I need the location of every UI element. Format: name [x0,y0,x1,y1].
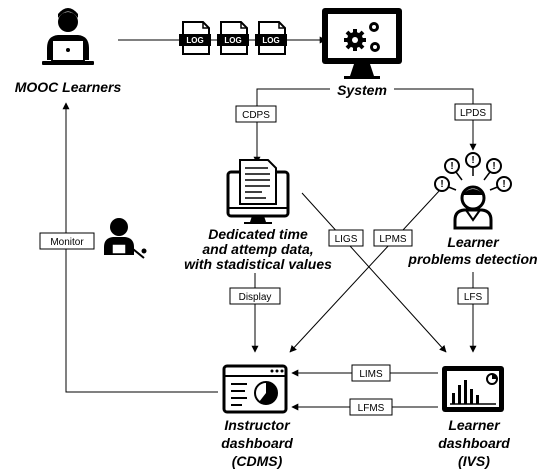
log-file-icon: LOG [255,21,287,55]
svg-text:LPMS: LPMS [379,234,407,245]
dedicated-label-line1: Dedicated time [208,226,308,242]
edge-label-ligs: LIGS [328,229,364,247]
edge-system-to-problems [394,88,477,151]
problems-label-line1: Learner [447,234,500,250]
svg-text:!: ! [471,155,474,166]
svg-text:CDPS: CDPS [242,110,270,121]
svg-text:!: ! [450,161,453,172]
edge-monitor [62,102,218,393]
learner-dashboard-label-line1: Learner [448,417,501,433]
dashboard-icon [222,364,288,414]
log-file-icon: LOG [217,21,249,55]
problems-label-line2: problems detection [407,251,537,267]
dedicated-label-line2: and attemp data, [202,241,313,257]
svg-text:Display: Display [239,292,272,303]
user-laptop-icon [42,8,94,65]
dedicated-label-line3: with stadistical values [184,256,332,272]
system-label: System [337,82,387,98]
svg-text:!: ! [440,179,443,190]
log-label: LOG [224,36,241,45]
learners-label: MOOC Learners [15,79,122,95]
bar-chart-dashboard-icon [442,366,504,412]
svg-text:LPDS: LPDS [460,108,486,119]
computer-document-icon [226,159,290,224]
edge-label-lpds: LPDS [454,103,492,121]
monitor-gears-icon [322,8,402,79]
edge-lpms [289,189,441,353]
instructor-label-line3: (CDMS) [232,453,283,469]
log-label: LOG [262,36,279,45]
edge-label-lpms: LPMS [373,229,413,247]
svg-text:!: ! [502,179,505,190]
svg-text:LFS: LFS [464,292,483,303]
edge-label-monitor: Monitor [39,232,95,250]
edge-label-lfs: LFS [457,287,489,305]
log-file-icon: LOG [179,21,211,55]
svg-text:!: ! [492,161,495,172]
edge-ligs [301,192,447,353]
instructor-label-line1: Instructor [224,417,291,433]
svg-text:LFMS: LFMS [358,403,385,414]
learner-dashboard-label-line3: (IVS) [458,453,490,469]
svg-text:Monitor: Monitor [50,237,84,248]
edge-label-display: Display [229,287,281,305]
edge-label-lims: LIMS [351,364,391,382]
edge-system-to-dedicated [253,88,330,164]
svg-text:LIMS: LIMS [359,369,383,380]
svg-text:LIGS: LIGS [335,234,358,245]
edge-label-lfms: LFMS [349,398,393,416]
instructor-icon [104,218,147,259]
instructor-label-line2: dashboard [221,435,293,451]
log-label: LOG [186,36,203,45]
learner-dashboard-label-line2: dashboard [438,435,510,451]
edge-label-cdps: CDPS [235,105,277,123]
thinking-person-icon: ! ! ! ! ! [434,152,512,230]
